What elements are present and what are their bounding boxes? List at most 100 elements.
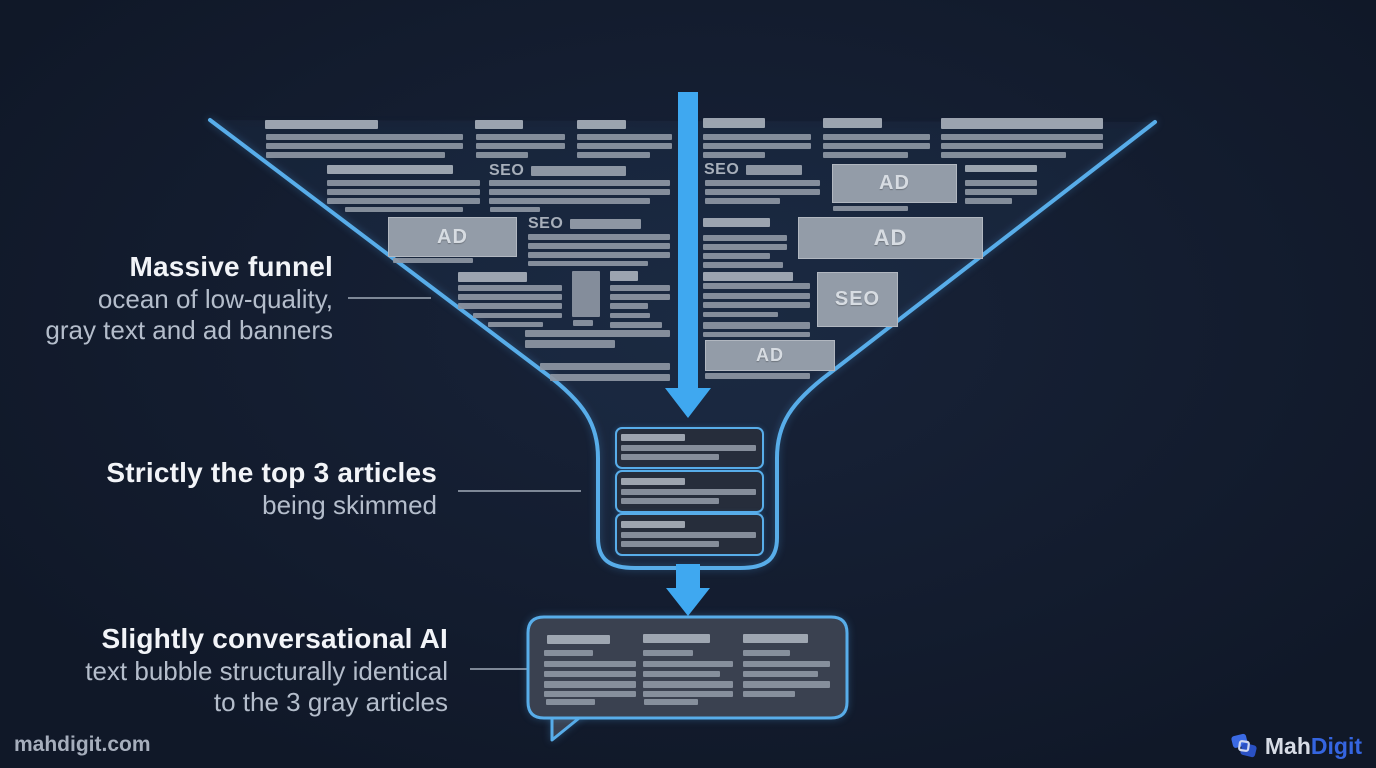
text-bar bbox=[941, 152, 1066, 158]
text-bar bbox=[393, 258, 473, 263]
top-arrow-icon bbox=[665, 92, 711, 418]
seo-tag-label: SEO bbox=[489, 162, 525, 179]
seo-tag: SEO bbox=[489, 162, 627, 180]
card-text-bar bbox=[621, 498, 719, 504]
text-bar bbox=[703, 322, 810, 329]
text-bar bbox=[327, 180, 480, 186]
text-bar bbox=[528, 252, 670, 258]
label-ai-bubble-line-1: text bubble structurally identical bbox=[85, 655, 448, 686]
seo-tag-bar bbox=[531, 166, 627, 176]
image-placeholder bbox=[572, 271, 600, 317]
text-bar bbox=[703, 244, 787, 250]
text-bar bbox=[703, 118, 765, 128]
text-bar bbox=[965, 180, 1037, 186]
text-bar bbox=[476, 143, 565, 149]
text-bar bbox=[705, 373, 810, 379]
text-bar bbox=[476, 152, 528, 158]
text-bar bbox=[705, 180, 820, 186]
text-bar bbox=[703, 302, 810, 308]
bubble-text-bar bbox=[643, 634, 710, 643]
bubble-text-bar bbox=[643, 691, 733, 697]
text-bar bbox=[703, 218, 770, 227]
bubble-text-bar bbox=[544, 661, 636, 667]
label-ai-bubble-line-2: to the 3 gray articles bbox=[213, 686, 448, 717]
text-bar bbox=[476, 134, 565, 140]
text-bar bbox=[577, 143, 672, 149]
seo-tag: SEO bbox=[528, 215, 642, 233]
seo-tag-label: SEO bbox=[528, 215, 564, 232]
ad-banner: AD bbox=[832, 164, 957, 203]
brand-prefix: Mah bbox=[1264, 732, 1311, 759]
text-bar bbox=[528, 243, 670, 249]
bubble-text-bar bbox=[644, 699, 698, 705]
label-massive-funnel-line-1: ocean of low-quality, bbox=[97, 283, 333, 314]
text-bar bbox=[610, 294, 670, 300]
card-text-bar bbox=[621, 478, 685, 485]
text-bar bbox=[703, 272, 793, 281]
bubble-text-bar bbox=[544, 671, 636, 677]
middle-arrow-icon bbox=[666, 564, 710, 616]
label-ai-bubble-title: Slightly conversational AI bbox=[101, 623, 448, 654]
text-bar bbox=[833, 206, 908, 211]
text-bar bbox=[703, 332, 810, 337]
text-bar bbox=[703, 152, 765, 158]
text-bar bbox=[965, 165, 1037, 172]
text-bar bbox=[703, 253, 770, 259]
bubble-text-bar bbox=[546, 699, 595, 705]
bubble-text-bar bbox=[643, 650, 693, 656]
text-bar bbox=[327, 198, 480, 204]
text-bar bbox=[941, 134, 1103, 140]
bubble-text-bar bbox=[743, 681, 830, 688]
text-bar bbox=[489, 180, 670, 186]
text-bar bbox=[525, 330, 670, 337]
text-bar bbox=[550, 374, 670, 381]
brand-logo-text: MahDigit bbox=[1265, 733, 1362, 760]
bubble-text-bar bbox=[544, 681, 636, 688]
label-massive-funnel: Massive funnel ocean of low-quality, gra… bbox=[45, 250, 333, 346]
seo-tag-bar bbox=[746, 165, 803, 175]
text-bar bbox=[489, 198, 650, 204]
text-bar bbox=[266, 152, 445, 158]
text-bar bbox=[327, 165, 453, 174]
text-bar bbox=[610, 285, 670, 291]
text-bar bbox=[610, 303, 648, 309]
text-bar bbox=[941, 143, 1103, 149]
text-bar bbox=[610, 322, 662, 328]
text-bar bbox=[525, 340, 615, 348]
text-bar bbox=[266, 134, 463, 140]
text-bar bbox=[823, 143, 930, 149]
text-bar bbox=[475, 120, 523, 129]
text-bar bbox=[577, 120, 626, 129]
bubble-text-bar bbox=[544, 691, 636, 697]
text-bar bbox=[703, 293, 810, 299]
text-bar bbox=[965, 198, 1012, 204]
text-bar bbox=[705, 198, 780, 204]
text-bar bbox=[941, 118, 1103, 129]
text-bar bbox=[265, 120, 378, 129]
text-bar bbox=[266, 143, 463, 149]
text-bar bbox=[703, 134, 811, 140]
text-bar bbox=[345, 207, 463, 212]
bubble-text-bar bbox=[743, 671, 818, 677]
text-bar bbox=[577, 152, 650, 158]
seo-box: SEO bbox=[817, 272, 898, 327]
text-bar bbox=[703, 235, 787, 241]
bubble-text-bar bbox=[643, 671, 720, 677]
card-text-bar bbox=[621, 454, 719, 460]
text-bar bbox=[573, 320, 593, 326]
text-bar bbox=[823, 152, 908, 158]
label-ai-bubble: Slightly conversational AI text bubble s… bbox=[85, 622, 448, 718]
ad-banner: AD bbox=[798, 217, 983, 259]
card-text-bar bbox=[621, 521, 685, 528]
label-massive-funnel-line-2: gray text and ad banners bbox=[45, 314, 333, 345]
text-bar bbox=[823, 118, 882, 128]
text-bar bbox=[703, 262, 783, 268]
seo-tag: SEO bbox=[704, 161, 803, 179]
text-bar bbox=[327, 189, 480, 195]
card-text-bar bbox=[621, 434, 685, 441]
text-bar bbox=[610, 271, 638, 281]
text-bar bbox=[489, 189, 670, 195]
text-bar bbox=[965, 189, 1037, 195]
